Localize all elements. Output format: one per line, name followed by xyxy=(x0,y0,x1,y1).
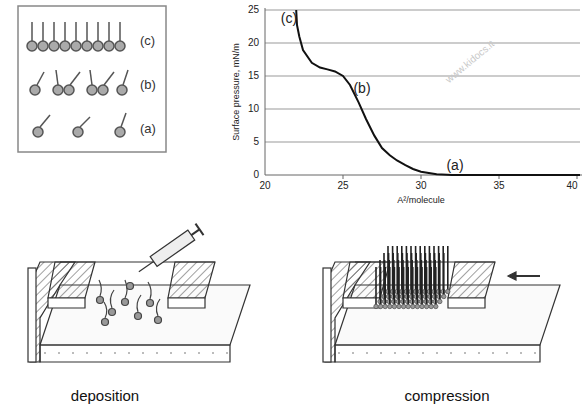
caption-text: compression xyxy=(404,388,489,403)
molecule-head xyxy=(429,304,433,308)
molecule-head xyxy=(392,304,396,308)
tick-label: 30 xyxy=(415,181,426,191)
tick-label: 25 xyxy=(337,181,348,191)
molecule-row xyxy=(30,70,128,95)
molecule-head xyxy=(38,41,48,51)
molecule-head xyxy=(60,41,70,51)
tick-label: 10 xyxy=(248,104,259,114)
molecule-tail xyxy=(439,260,441,300)
molecule-head xyxy=(374,304,378,308)
isotherm-chart xyxy=(265,8,582,179)
molecule-head xyxy=(420,304,424,308)
molecule-head xyxy=(71,41,81,51)
molecule-head xyxy=(438,299,442,303)
tick-label: 40 xyxy=(566,181,577,191)
axis-title: A²/molecule xyxy=(397,196,445,205)
molecule-tail xyxy=(380,267,382,305)
tick-label: 20 xyxy=(248,38,259,48)
molecule-head xyxy=(378,304,382,308)
molecule-head xyxy=(27,41,37,51)
molecule-head xyxy=(115,41,125,51)
molecule-head xyxy=(406,304,410,308)
molecule-head xyxy=(411,304,415,308)
curve-label: (a) xyxy=(446,158,463,172)
molecule-tail xyxy=(417,267,419,305)
molecule-tail xyxy=(435,267,437,305)
molecule-tail xyxy=(398,267,400,305)
row-label: (a) xyxy=(140,122,156,135)
watermark: www.kidocs.it xyxy=(444,39,496,85)
molecule-tail xyxy=(412,267,414,305)
tick-label: 25 xyxy=(248,5,259,15)
molecule-tail xyxy=(384,267,386,305)
tick-label: 15 xyxy=(248,71,259,81)
molecule-head xyxy=(104,41,114,51)
molecule-head xyxy=(397,304,401,308)
molecule-row xyxy=(33,113,126,137)
molecule-head xyxy=(415,304,419,308)
row-label: (b) xyxy=(140,78,156,91)
row-label: (c) xyxy=(140,34,155,47)
molecule-head xyxy=(442,294,446,298)
caption-text: deposition xyxy=(71,388,139,403)
molecule-head xyxy=(401,304,405,308)
molecule-head xyxy=(388,304,392,308)
frame xyxy=(18,6,166,152)
molecule-tail xyxy=(430,267,432,305)
curve-label: (b) xyxy=(353,81,370,95)
molecule-tail xyxy=(407,267,409,305)
molecule-tail xyxy=(375,267,377,305)
axis-title: Surface pressure, mN/m xyxy=(232,43,241,141)
molecule-head xyxy=(93,41,103,51)
deposition-trough xyxy=(28,224,250,362)
curve-label: (c) xyxy=(281,11,297,25)
tick-label: 20 xyxy=(259,181,270,191)
molecule-tail xyxy=(403,267,405,305)
molecule-tail xyxy=(426,267,428,305)
molecule-head xyxy=(446,289,450,293)
molecule-row xyxy=(27,22,125,51)
molecule-tail xyxy=(443,253,445,295)
tick-label: 0 xyxy=(253,170,259,180)
molecule-tail xyxy=(421,267,423,305)
molecule-head xyxy=(383,304,387,308)
compression-trough xyxy=(323,246,560,362)
tick-label: 5 xyxy=(253,137,259,147)
molecule-head xyxy=(49,41,59,51)
molecule-head xyxy=(82,41,92,51)
molecule-tail xyxy=(389,267,391,305)
molecule-tail xyxy=(447,246,449,290)
molecule-head xyxy=(424,304,428,308)
tick-label: 35 xyxy=(493,181,504,191)
molecule-head xyxy=(434,304,438,308)
molecule-tail xyxy=(394,267,396,305)
